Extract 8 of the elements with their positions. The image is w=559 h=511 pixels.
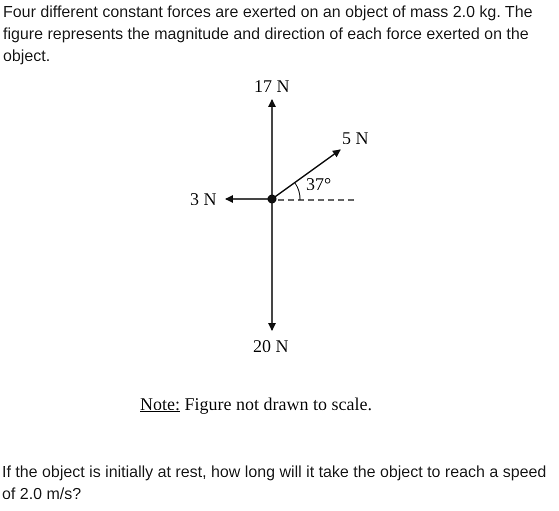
force-label: 5 N: [342, 128, 368, 149]
note-text: Note: Figure not drawn to scale.: [140, 394, 372, 415]
angle-label: 37°: [306, 174, 332, 195]
question-text: Four different constant forces are exerted on an object of mass 2.0 kg. The figure represents the magnitude and direction of each force exerted on the object.: [3, 3, 534, 67]
force-label: 20 N: [253, 336, 288, 357]
question-text: If the object is initially at rest, how long will it take the object to reach a speed of 2.0 m/s?: [2, 463, 548, 505]
force-label: 3 N: [190, 189, 216, 210]
force-label: 17 N: [254, 76, 290, 97]
